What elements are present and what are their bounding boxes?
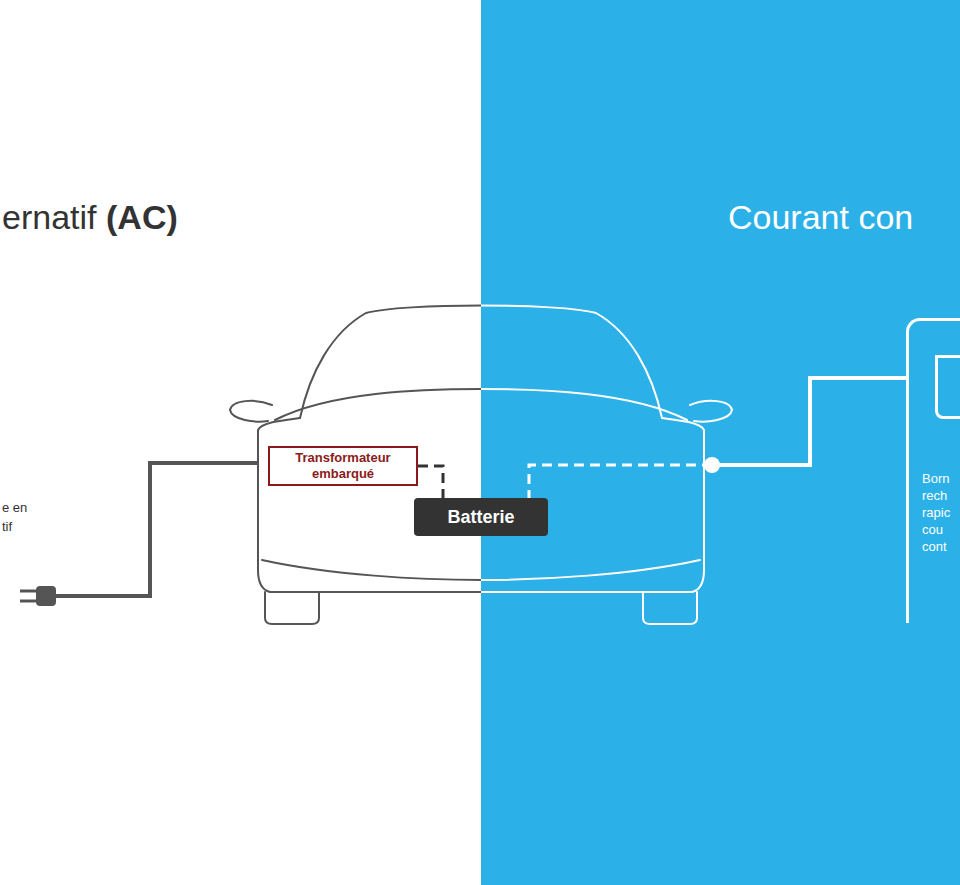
- node-text: Transformateur embarqué: [274, 450, 412, 482]
- connector: [418, 466, 443, 498]
- transformer-box: Transformateur embarqué: [268, 446, 418, 486]
- title-text: ernatif: [2, 198, 97, 237]
- connector: [529, 378, 906, 498]
- node-text: Born rech rapic cou cont: [922, 470, 959, 555]
- title-text: (AC): [106, 198, 178, 237]
- station-screen: [935, 355, 960, 419]
- title-text: Courant con: [728, 198, 913, 237]
- blue-panel: [481, 0, 960, 885]
- cable-note: e en tif: [2, 498, 34, 536]
- battery-box: Batterie: [414, 498, 548, 536]
- connector-segment: [529, 465, 712, 498]
- connector-segment: [418, 466, 443, 498]
- charging-station: Born rech rapic cou cont: [906, 318, 960, 623]
- connector-segment: [712, 378, 906, 465]
- node-text: Batterie: [418, 506, 544, 528]
